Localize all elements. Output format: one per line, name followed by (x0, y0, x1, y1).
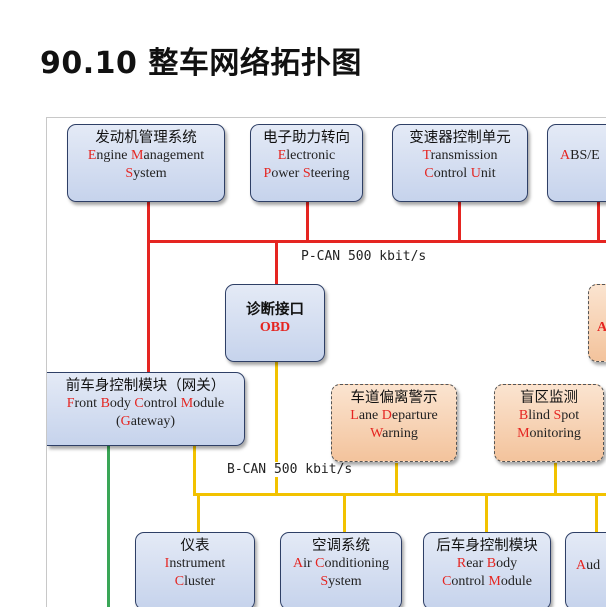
ic-drop (197, 494, 200, 532)
front-body-control-module-node: 前车身控制模块（网关） Front Body Control Module (G… (47, 372, 245, 446)
ldw-drop (395, 463, 398, 494)
audio-node: Aud (565, 532, 606, 607)
engine-management-node: 发动机管理系统 Engine Management System (67, 124, 225, 202)
rbcm-drop (485, 494, 488, 532)
power-steering-node: 电子助力转向 Electronic Power Steering (250, 124, 363, 202)
ems-drop (147, 202, 150, 242)
partial-right-node: A (588, 284, 606, 362)
gateway-green-link (107, 443, 110, 607)
bcan-bus-line (193, 493, 606, 496)
bcan-label: B-CAN 500 kbit/s (225, 462, 355, 477)
lane-departure-warning-node: 车道偏离警示 Lane Departure Warning (331, 384, 457, 462)
gateway-pcan-link (147, 242, 150, 374)
abs-node: ABS/E (547, 124, 606, 202)
rear-body-control-module-node: 后车身控制模块 Rear Body Control Module (423, 532, 551, 607)
audio-drop (595, 494, 598, 532)
eps-drop (306, 202, 309, 242)
obd-bcan-link (275, 362, 278, 495)
instrument-cluster-node: 仪表 Instrument Cluster (135, 532, 255, 607)
network-topology-diagram: P-CAN 500 kbit/s B-CAN 500 kbit/s 发动机管理系… (46, 117, 606, 607)
pcan-label: P-CAN 500 kbit/s (299, 249, 429, 264)
bsm-drop (554, 463, 557, 494)
page-title: 90.10 整车网络拓扑图 (40, 46, 362, 81)
ac-drop (343, 494, 346, 532)
transmission-node: 变速器控制单元 Transmission Control Unit (392, 124, 528, 202)
gateway-bcan-link (193, 443, 196, 495)
pcan-bus-line (147, 240, 606, 243)
air-conditioning-node: 空调系统 Air Conditioning System (280, 532, 402, 607)
abs-drop (597, 202, 600, 242)
obd-node: 诊断接口 OBD (225, 284, 325, 362)
blind-spot-monitoring-node: 盲区监测 Blind Spot Monitoring (494, 384, 604, 462)
obd-pcan-link (275, 242, 278, 284)
tcu-drop (458, 202, 461, 242)
